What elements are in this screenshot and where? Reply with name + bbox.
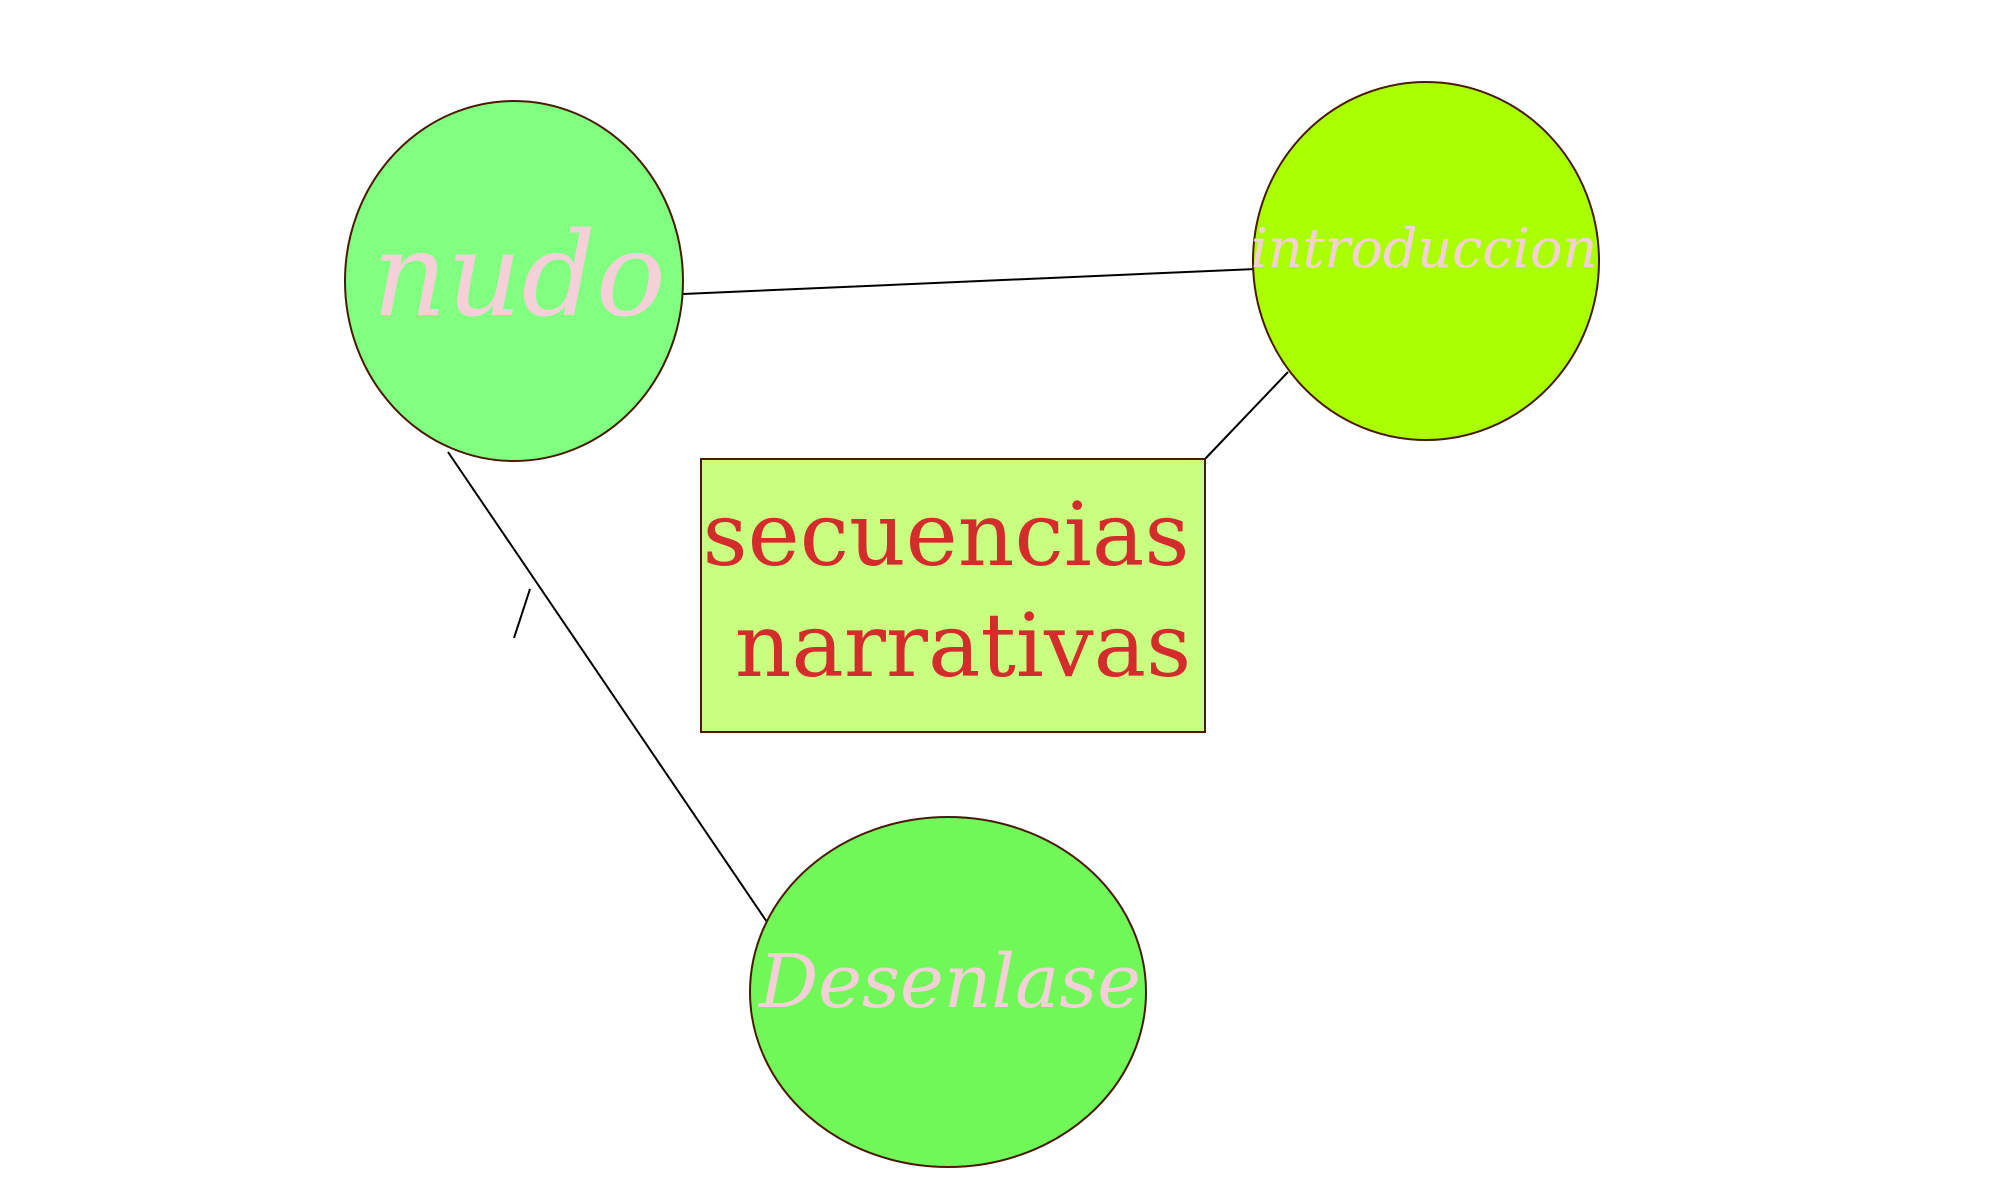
node-desenlase-label: Desenlase — [757, 939, 1141, 1025]
center-box-line1: secuencias — [702, 483, 1189, 586]
center-box[interactable]: secuencias narrativas — [700, 458, 1206, 733]
connector-nudo-desenlase — [447, 451, 768, 923]
node-desenlase-shape — [749, 816, 1147, 1168]
node-introduccion-shape — [1252, 81, 1600, 441]
center-box-shape — [700, 458, 1206, 733]
node-nudo[interactable]: nudo — [344, 100, 684, 462]
center-box-line2: narrativas — [735, 594, 1192, 697]
connector-introduccion-box — [1204, 371, 1289, 460]
node-nudo-shape — [344, 100, 684, 462]
node-introduccion-label: introduccion — [1251, 217, 1597, 280]
node-desenlase[interactable]: Desenlase — [749, 816, 1147, 1168]
node-introduccion[interactable]: introduccion — [1251, 81, 1600, 441]
connector-nudo-introduccion — [682, 268, 1257, 295]
tick-mark — [513, 588, 531, 639]
node-nudo-label: nudo — [372, 208, 666, 343]
